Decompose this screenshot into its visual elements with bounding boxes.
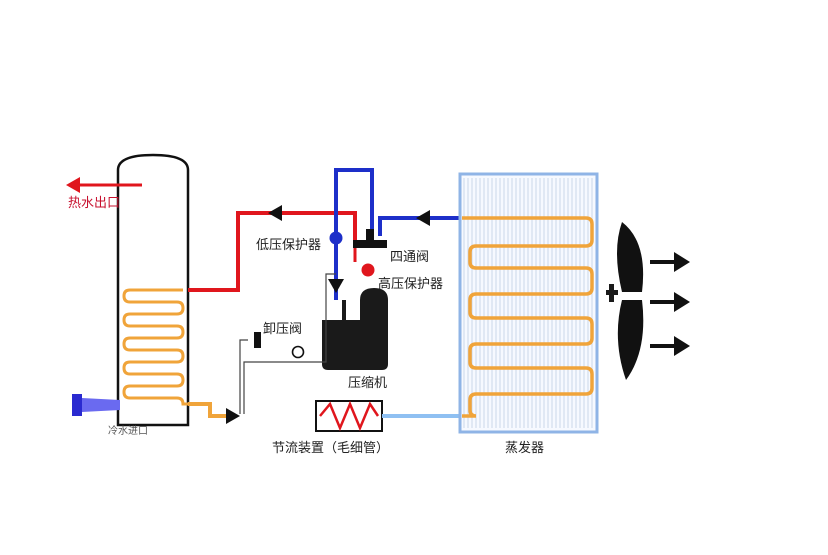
evaporator bbox=[458, 172, 599, 434]
evaporator-label: 蒸发器 bbox=[505, 440, 544, 456]
tank-coil bbox=[122, 288, 188, 406]
four-way-valve-label: 四通阀 bbox=[390, 250, 429, 265]
hot-water-outlet-arrow bbox=[66, 177, 142, 193]
low-pressure-protector-icon bbox=[329, 231, 343, 245]
fan-icon bbox=[606, 222, 644, 380]
liquid-line-warm bbox=[188, 402, 240, 424]
relief-valve-lines bbox=[239, 273, 336, 414]
relief-valve-label: 卸压阀 bbox=[263, 321, 302, 337]
throttle-device-label: 节流装置（毛细管） bbox=[272, 441, 389, 456]
throttle-device-icon bbox=[315, 400, 383, 432]
high-pressure-protector-icon bbox=[361, 263, 375, 277]
airflow-arrows bbox=[650, 252, 690, 356]
cold-water-inlet-icon bbox=[72, 394, 120, 416]
four-way-valve-icon bbox=[353, 229, 387, 248]
hot-water-outlet-label: 热水出口 bbox=[68, 196, 120, 211]
cold-water-inlet-label: 冷水进口 bbox=[108, 424, 148, 437]
compressor-icon bbox=[322, 288, 388, 370]
compressor-label: 压缩机 bbox=[348, 375, 387, 391]
high-pressure-protector-label: 高压保护器 bbox=[378, 276, 443, 292]
low-pressure-protector-label: 低压保护器 bbox=[256, 238, 321, 253]
